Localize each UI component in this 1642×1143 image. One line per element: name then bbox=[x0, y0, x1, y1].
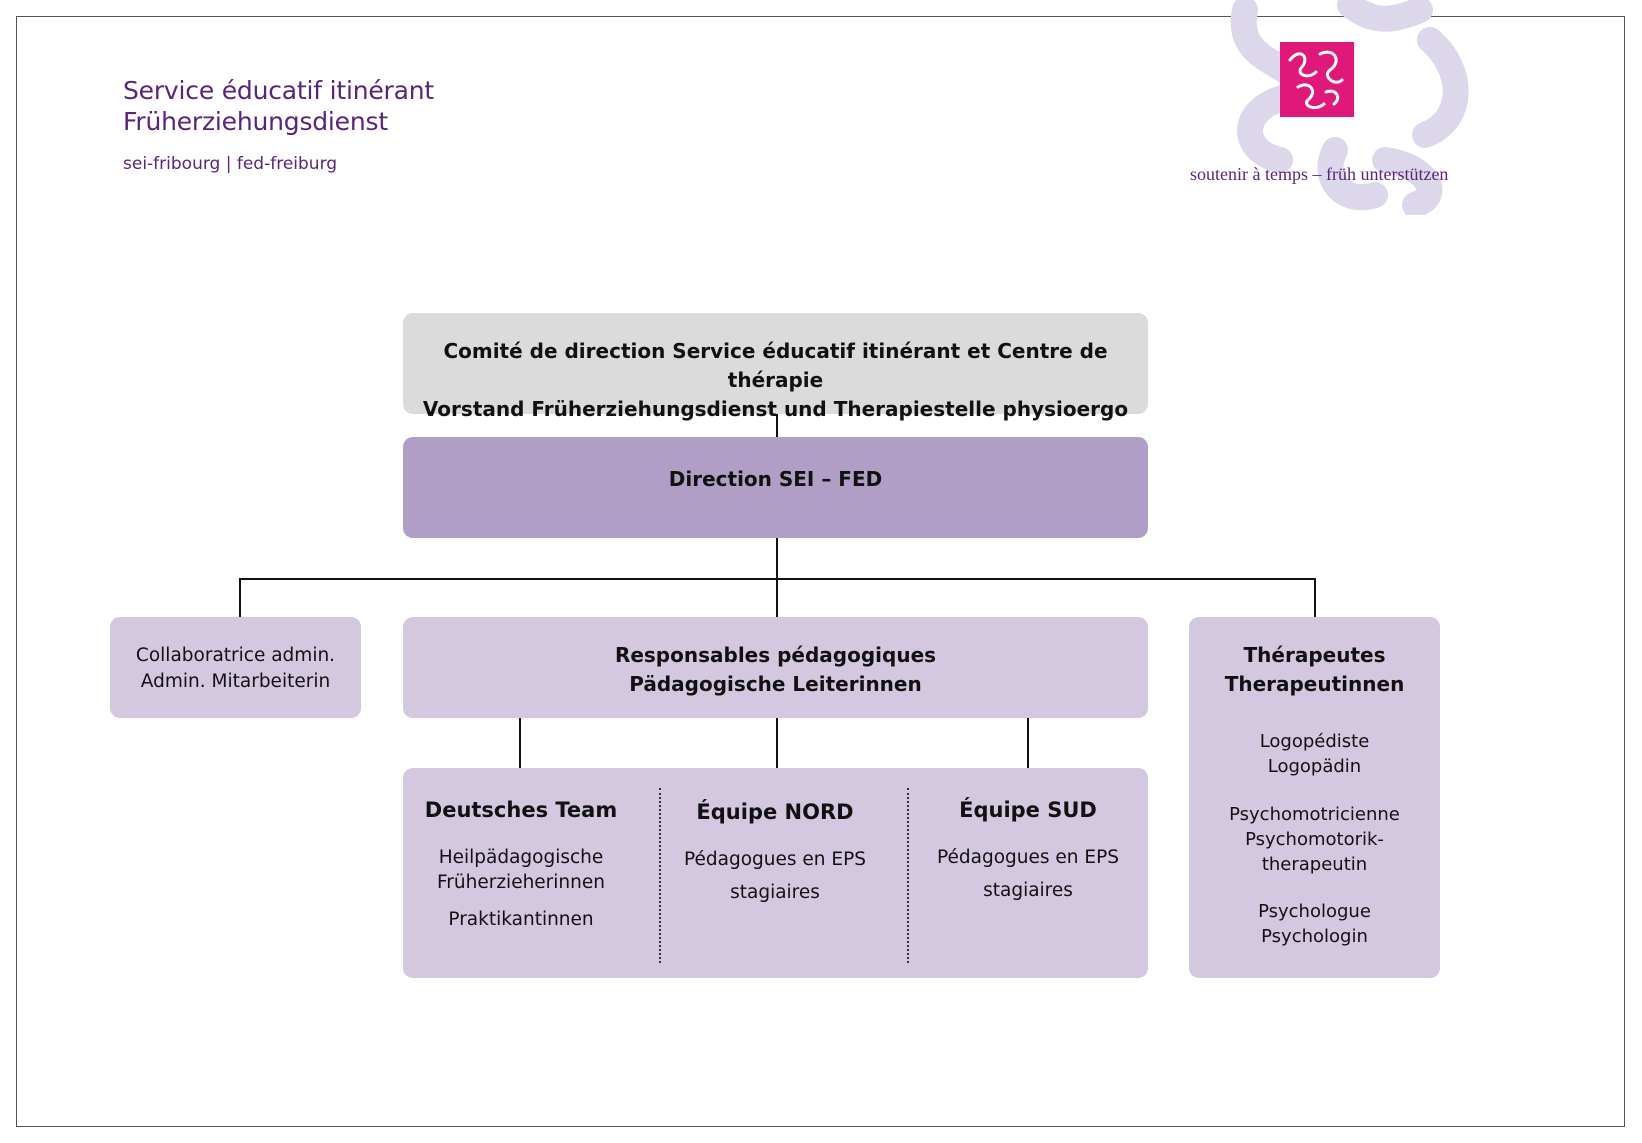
team-sud-item: stagiaires bbox=[983, 880, 1073, 901]
team-deutsch-title: Deutsches Team bbox=[424, 798, 618, 822]
teams-box bbox=[403, 768, 1148, 978]
committee-box: Comité de direction Service éducatif iti… bbox=[403, 313, 1148, 421]
team-deutsch-item: Heilpädagogische bbox=[438, 847, 604, 868]
page-frame bbox=[16, 16, 1625, 1127]
team-nord-item: stagiaires bbox=[730, 882, 820, 903]
header-title-de: Früherziehungsdienst bbox=[123, 107, 388, 136]
role-psychomotor-de-1: Psychomotorik- bbox=[1245, 829, 1384, 850]
role-logopedist-de: Logopädin bbox=[1267, 756, 1362, 777]
admin-box: Collaboratrice admin. Admin. Mitarbeiter… bbox=[110, 617, 361, 718]
direction-box: Direction SEI – FED bbox=[403, 437, 1148, 538]
connector-bar-admin bbox=[239, 578, 241, 617]
role-psychologist-fr: Psychologue bbox=[1258, 901, 1371, 922]
pedagogical-box: Responsables pédagogiques Pädagogische L… bbox=[403, 617, 1148, 718]
committee-label-de: Vorstand Früherziehungsdienst und Therap… bbox=[422, 397, 1129, 421]
team-nord: Équipe NORD Pédagogues en EPS stagiaires bbox=[662, 798, 888, 905]
role-psychomotor-fr: Psychomotricienne bbox=[1229, 804, 1400, 825]
tagline: soutenir à temps – früh unterstützen bbox=[1190, 164, 1449, 184]
connector-team-deutsch bbox=[519, 718, 521, 768]
connector-bar-therapists bbox=[1314, 578, 1316, 617]
connector-committee-direction bbox=[776, 414, 778, 437]
role-logopedist-fr: Logopédiste bbox=[1259, 731, 1370, 752]
team-sud-item: Pédagogues en EPS bbox=[937, 847, 1119, 868]
direction-label: Direction SEI – FED bbox=[668, 467, 883, 491]
logo-mark-icon bbox=[1280, 42, 1354, 117]
team-deutsch: Deutsches Team Heilpädagogische Früherzi… bbox=[403, 796, 639, 932]
connector-team-sud bbox=[1027, 718, 1029, 768]
team-divider bbox=[907, 788, 909, 963]
role-psychologist: Psychologue Psychologin bbox=[1258, 899, 1371, 949]
team-deutsch-item: Früherzieherinnen bbox=[437, 872, 605, 893]
connector-direction-pedagogical bbox=[776, 538, 778, 617]
team-deutsch-item: Praktikantinnen bbox=[448, 909, 594, 930]
team-divider bbox=[659, 788, 661, 963]
role-psychomotor-de-2: therapeutin bbox=[1261, 854, 1368, 875]
therapists-box: Thérapeutes Therapeutinnen Logopédiste L… bbox=[1189, 617, 1440, 978]
committee-label-fr: Comité de direction Service éducatif iti… bbox=[443, 339, 1108, 392]
header-title-fr: Service éducatif itinérant bbox=[123, 76, 434, 105]
admin-label-fr: Collaboratrice admin. bbox=[135, 645, 336, 666]
connector-team-nord bbox=[776, 718, 778, 768]
therapists-title-fr: Thérapeutes bbox=[1243, 643, 1386, 667]
pedagogical-label-fr: Responsables pédagogiques bbox=[614, 643, 937, 667]
team-nord-item: Pédagogues en EPS bbox=[684, 849, 866, 870]
role-logopedist: Logopédiste Logopädin bbox=[1260, 729, 1370, 779]
role-psychomotor: Psychomotricienne Psychomotorik- therape… bbox=[1229, 802, 1400, 877]
pedagogical-label-de: Pädagogische Leiterinnen bbox=[629, 672, 922, 696]
role-psychologist-de: Psychologin bbox=[1261, 926, 1368, 947]
team-sud: Équipe SUD Pédagogues en EPS stagiaires bbox=[910, 796, 1146, 903]
connector-horizontal-bar bbox=[239, 578, 1316, 580]
therapists-title-de: Therapeutinnen bbox=[1224, 672, 1405, 696]
admin-label-de: Admin. Mitarbeiterin bbox=[140, 671, 331, 692]
header-subtitle: sei-fribourg | fed-freiburg bbox=[123, 154, 338, 174]
team-sud-title: Équipe SUD bbox=[959, 798, 1097, 822]
team-nord-title: Équipe NORD bbox=[696, 800, 854, 824]
